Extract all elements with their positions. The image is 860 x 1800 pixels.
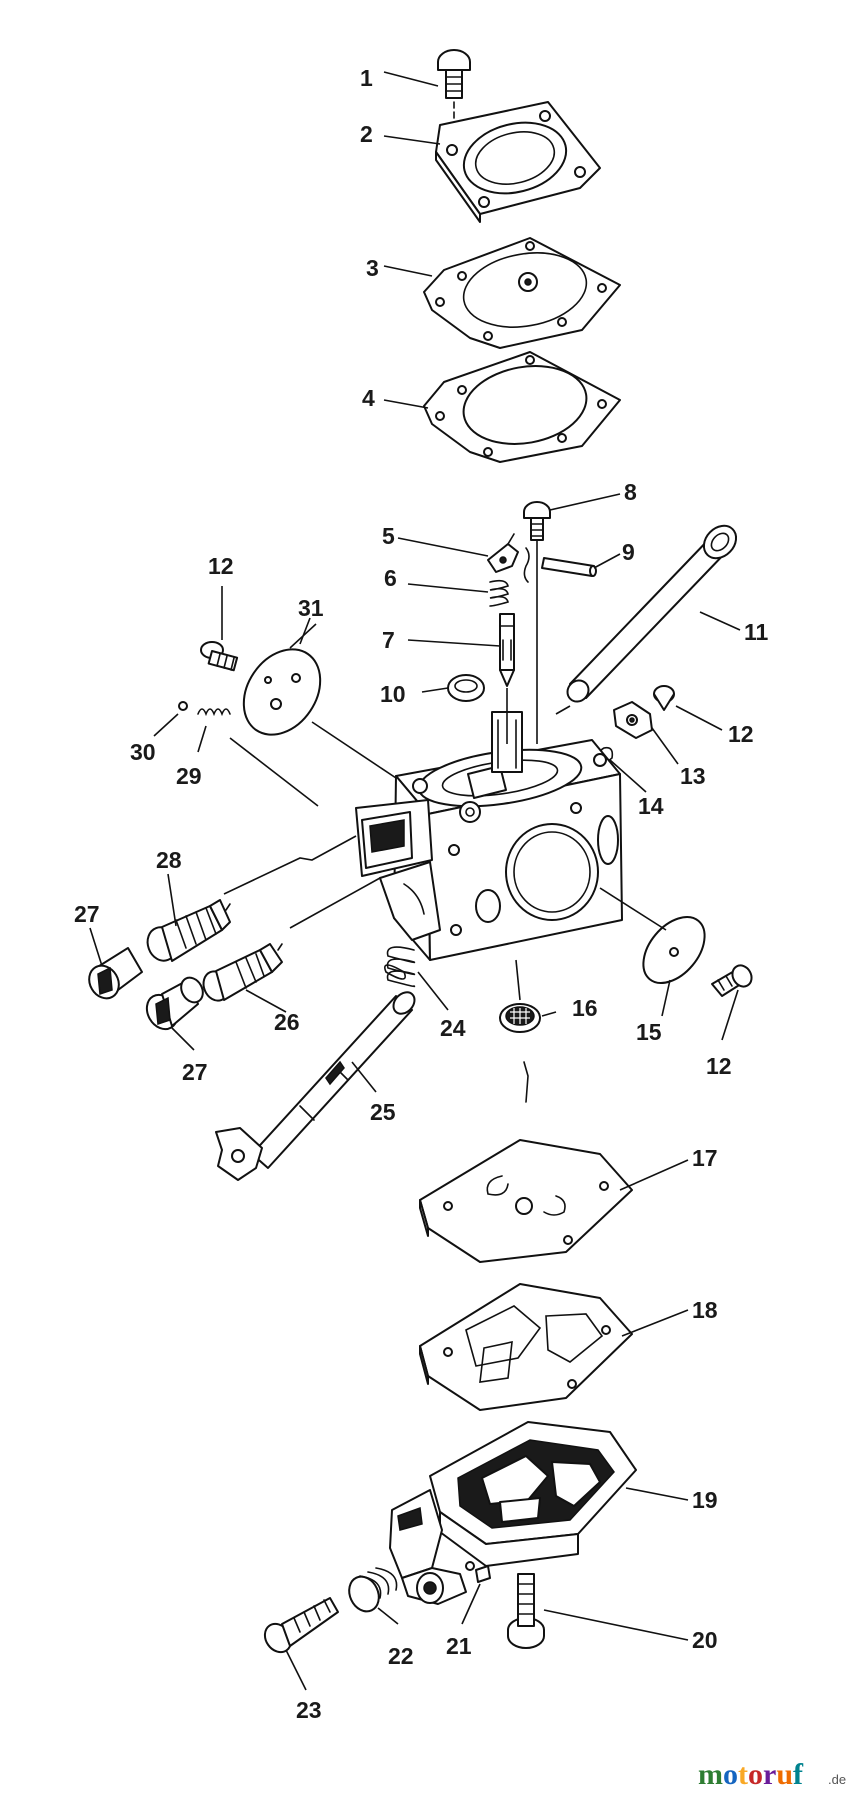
callout-2: 2 (360, 121, 373, 147)
callout-27-bottom: 27 (182, 1059, 208, 1085)
callout-21: 21 (446, 1633, 472, 1659)
callout-12-right: 12 (728, 721, 754, 747)
part-15-throttle-plate (642, 916, 706, 984)
part-20-screw (507, 1573, 545, 1649)
part-12-screw-b (653, 685, 675, 711)
callout-12-top-left: 12 (208, 553, 234, 579)
part-12-screw-c (711, 964, 753, 997)
callout-8: 8 (624, 479, 637, 505)
callout-7: 7 (382, 627, 395, 653)
part-7-inlet-needle (499, 613, 515, 687)
part-13-lever-bracket (613, 701, 653, 739)
part-alignment-mark (523, 1061, 529, 1103)
callout-27-top: 27 (74, 901, 100, 927)
callout-19: 19 (692, 1487, 718, 1513)
callout-24: 24 (440, 1015, 466, 1041)
part-3-pump-diaphragm (423, 237, 621, 349)
callout-1: 1 (360, 65, 373, 91)
callout-30: 30 (130, 739, 156, 765)
part-16-fuel-screen (499, 1003, 541, 1033)
callout-17: 17 (692, 1145, 718, 1171)
part-31-pump-diaphragm-disc (242, 648, 322, 736)
part-9-lever-shaft (541, 557, 597, 577)
callout-28: 28 (156, 847, 182, 873)
part-27-limiter-cap-a (88, 947, 143, 1000)
part-22-spring (348, 1567, 398, 1613)
part-21-pin (475, 1565, 491, 1583)
callout-6: 6 (384, 565, 397, 591)
part-17-metering-gasket (419, 1139, 633, 1263)
callout-29: 29 (176, 763, 202, 789)
part-5-spring-wire (523, 547, 530, 583)
callout-22: 22 (388, 1643, 414, 1669)
callout-9: 9 (622, 539, 635, 565)
callout-14: 14 (638, 793, 664, 819)
part-24-spring (384, 946, 416, 988)
callout-25: 25 (370, 1099, 396, 1125)
part-2-pump-cover (435, 101, 601, 223)
motoruf-watermark-logo: motoruf .de (698, 1758, 846, 1791)
watermark-suffix: .de (828, 1772, 846, 1787)
callout-13: 13 (680, 763, 706, 789)
callout-11: 11 (744, 619, 769, 645)
callout-23: 23 (296, 1697, 322, 1723)
callout-labels: 1 2 3 4 5 6 7 8 9 10 11 12 12 12 12 13 1… (74, 65, 769, 1723)
leader-lines (89, 71, 741, 1691)
part-29-spring (197, 708, 231, 717)
part-19-metering-cover (389, 1421, 637, 1605)
callout-26: 26 (274, 1009, 300, 1035)
part-12-screw-a (200, 641, 239, 672)
carburetor-body (355, 711, 623, 961)
callout-20: 20 (692, 1627, 718, 1653)
callout-12-lower-right: 12 (706, 1053, 732, 1079)
part-8-screw (523, 501, 551, 541)
part-30-ball (178, 701, 188, 711)
callout-15: 15 (636, 1019, 662, 1045)
callout-4: 4 (362, 385, 375, 411)
part-1-screw (437, 49, 471, 129)
callout-3: 3 (366, 255, 379, 281)
part-10-welch-plug (447, 674, 485, 702)
callout-31: 31 (298, 595, 324, 621)
callout-18: 18 (692, 1297, 718, 1323)
part-18-metering-diaphragm (419, 1283, 633, 1411)
part-27-limiter-cap-b (145, 976, 204, 1031)
svg-text:motoruf: motoruf (698, 1758, 804, 1791)
part-23-screw (263, 1597, 339, 1654)
part-6-spring (489, 579, 509, 607)
callout-10: 10 (380, 681, 406, 707)
part-5-inlet-lever (487, 533, 519, 573)
part-11-fuel-pipe (566, 524, 738, 703)
part-26-adjusting-needle (202, 943, 283, 1002)
part-25-throttle-shaft (215, 991, 416, 1181)
part-28-adjusting-needle (146, 899, 231, 962)
callout-5: 5 (382, 523, 395, 549)
callout-16: 16 (572, 995, 598, 1021)
part-4-pump-gasket (423, 351, 621, 463)
